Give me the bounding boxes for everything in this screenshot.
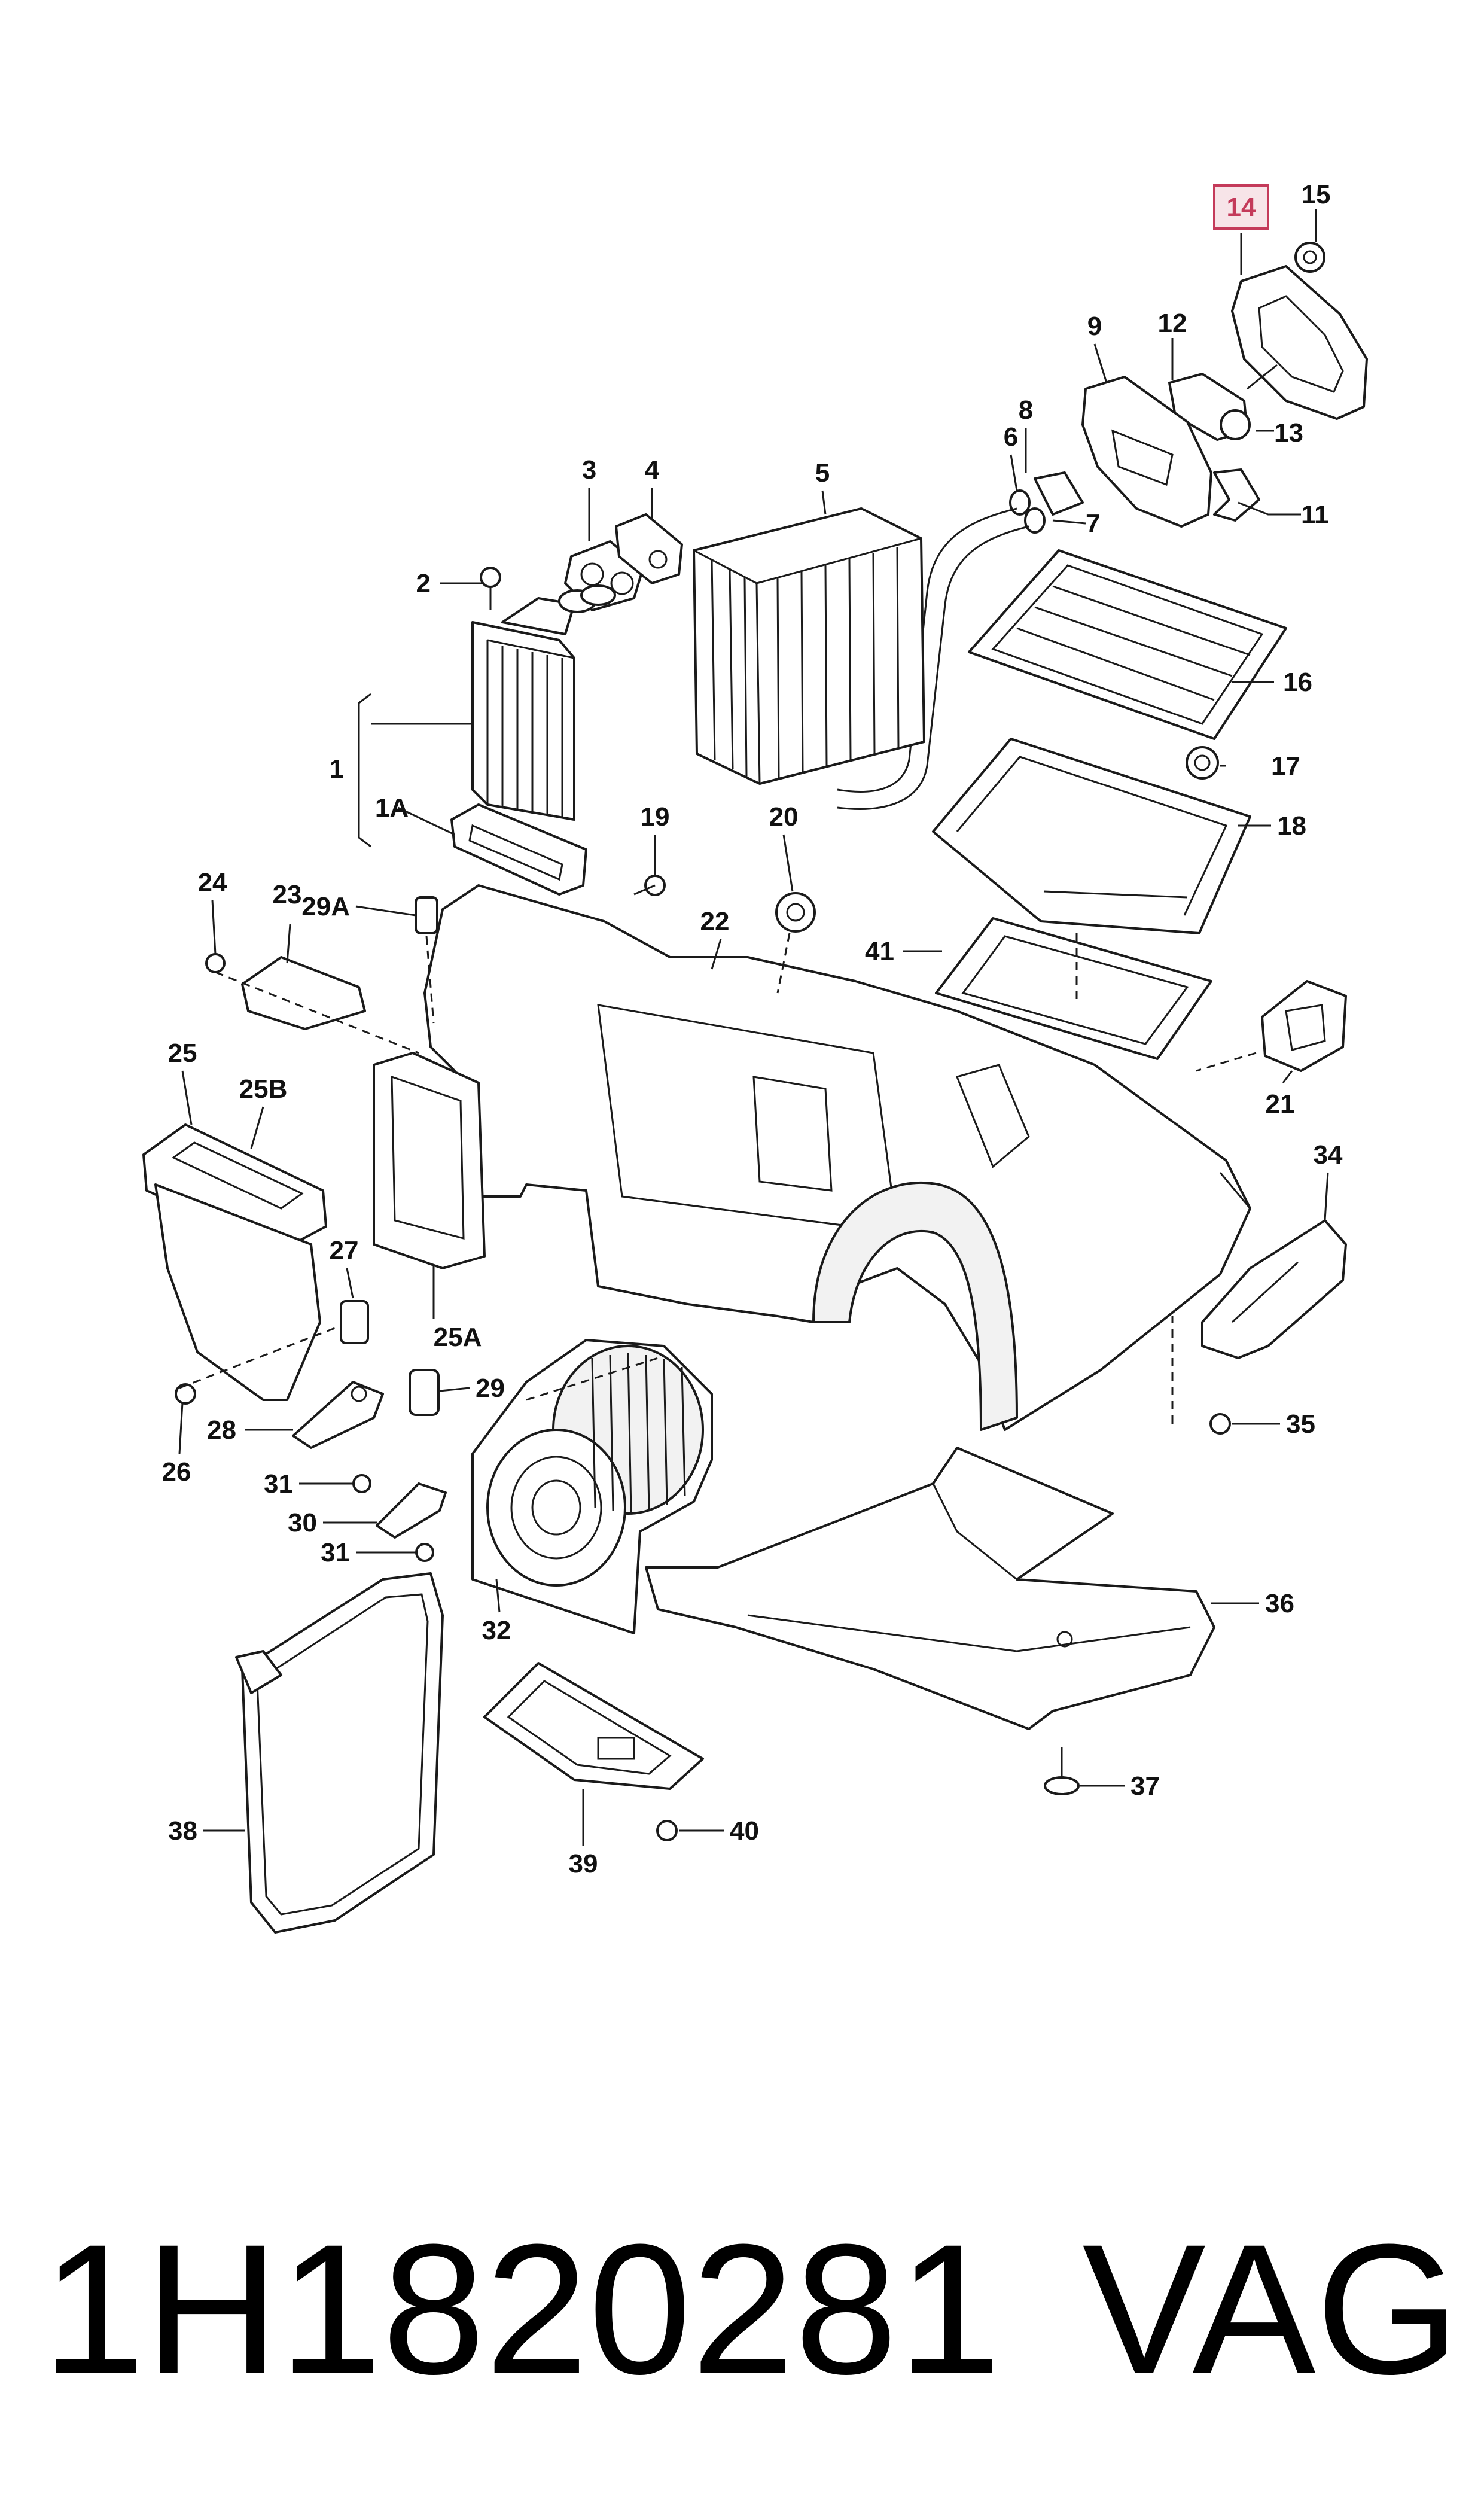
callout-21[interactable]: 21 [1266, 1089, 1295, 1119]
callout-36[interactable]: 36 [1265, 1589, 1294, 1618]
callout-16[interactable]: 16 [1283, 668, 1312, 697]
part-16-pollen-filter [968, 549, 1287, 740]
part-4-seal [615, 513, 683, 584]
callout-37[interactable]: 37 [1130, 1771, 1160, 1801]
callout-23[interactable]: 23 [273, 880, 302, 909]
callout-34[interactable]: 34 [1314, 1140, 1343, 1170]
callout-15[interactable]: 15 [1302, 180, 1331, 209]
callout-1[interactable]: 1 [330, 754, 344, 784]
callout-17[interactable]: 17 [1271, 751, 1300, 781]
part-5-evaporator [693, 507, 925, 785]
part-36-bottom-cover [645, 1447, 1215, 1730]
callout-38[interactable]: 38 [168, 1816, 197, 1846]
callout-25A[interactable]: 25A [434, 1323, 482, 1352]
callout-29[interactable]: 29 [476, 1374, 505, 1403]
callout-31-a[interactable]: 31 [264, 1469, 293, 1499]
part-number: 1H1820281 [42, 2205, 1001, 2413]
part-34-servo-motor [1201, 1219, 1347, 1359]
part-1-heat-exchanger [471, 584, 616, 821]
callout-25[interactable]: 25 [168, 1039, 197, 1068]
part-25A-air-duct [373, 1052, 486, 1269]
callout-31-b[interactable]: 31 [321, 1538, 350, 1567]
callout-29A[interactable]: 29A [301, 892, 350, 921]
highlight-box-14 [1213, 184, 1269, 230]
part-2-screw [480, 567, 501, 610]
part-17-clip [1186, 746, 1219, 780]
brand-name: VAG [1082, 2205, 1460, 2413]
part-23-bracket [241, 956, 366, 1030]
part-11-clip [1213, 468, 1260, 522]
part-40-screw [656, 1820, 678, 1841]
part-38-seal [235, 1572, 444, 1934]
callout-6[interactable]: 6 [1004, 422, 1018, 452]
part-27-connector [340, 1300, 369, 1344]
part-6-7-8-seals [1009, 471, 1084, 534]
part-14-cover-plate [1231, 265, 1368, 420]
part-32-blower-motor [471, 1339, 713, 1634]
callout-39[interactable]: 39 [569, 1849, 598, 1878]
callout-13[interactable]: 13 [1274, 418, 1303, 447]
callout-25B[interactable]: 25B [239, 1074, 288, 1104]
part-25B-air-duct [142, 1123, 327, 1252]
callout-22[interactable]: 22 [700, 907, 730, 936]
callout-40[interactable]: 40 [730, 1816, 759, 1846]
callout-11[interactable]: 11 [1301, 500, 1329, 529]
part-26-screw [175, 1383, 196, 1405]
part-29A-sensor [415, 896, 438, 934]
callout-9[interactable]: 9 [1087, 312, 1102, 341]
part-31-screw-b [415, 1543, 434, 1562]
part-37-screw [1044, 1747, 1080, 1795]
part-31-screw-a [352, 1474, 371, 1493]
part-39-housing-tray [483, 1662, 704, 1790]
part-28-lever [292, 1381, 384, 1449]
callout-labels: 14 15 9 12 13 8 6 7 11 5 4 3 2 16 17 18 … [162, 180, 1343, 1878]
assembly-lines [179, 933, 1257, 1424]
callout-1A[interactable]: 1A [375, 793, 409, 823]
leader-lines [178, 209, 1329, 1846]
refrigerant-pipes [837, 507, 1029, 810]
callout-5[interactable]: 5 [815, 458, 830, 488]
part-35-screw [1209, 1413, 1231, 1435]
part-19-screw [633, 875, 666, 896]
part-24-screw [205, 953, 226, 973]
part-18-filter-housing [932, 738, 1251, 934]
callout-35[interactable]: 35 [1286, 1409, 1315, 1439]
part-25-air-duct [154, 1183, 321, 1401]
callout-41[interactable]: 41 [865, 937, 894, 966]
part-21-connector [1261, 980, 1347, 1072]
callout-26[interactable]: 26 [162, 1457, 191, 1487]
part-22-heater-housing [423, 884, 1251, 1431]
callout-18[interactable]: 18 [1277, 811, 1306, 841]
part-41-seal-frame [935, 917, 1212, 1060]
callout-3[interactable]: 3 [582, 455, 596, 485]
part-20-grommet [775, 892, 816, 933]
part-29-sensor [409, 1369, 440, 1416]
callout-2[interactable]: 2 [416, 569, 431, 598]
callout-14[interactable]: 14 [1227, 193, 1256, 222]
callout-12[interactable]: 12 [1158, 309, 1187, 338]
callout-28[interactable]: 28 [207, 1415, 236, 1445]
callout-4[interactable]: 4 [645, 455, 660, 485]
callout-20[interactable]: 20 [769, 802, 799, 832]
callout-30[interactable]: 30 [288, 1508, 317, 1537]
callout-24[interactable]: 24 [198, 868, 227, 897]
callout-8[interactable]: 8 [1019, 395, 1033, 425]
part-9-flange-plate [1081, 376, 1212, 528]
callout-19[interactable]: 19 [641, 802, 670, 832]
callout-32[interactable]: 32 [482, 1616, 511, 1645]
callout-27[interactable]: 27 [330, 1236, 359, 1265]
callout-7[interactable]: 7 [1086, 509, 1100, 538]
part-15-nut [1294, 242, 1325, 273]
part-1A-seal [450, 803, 587, 896]
part-30-lever [376, 1482, 447, 1539]
